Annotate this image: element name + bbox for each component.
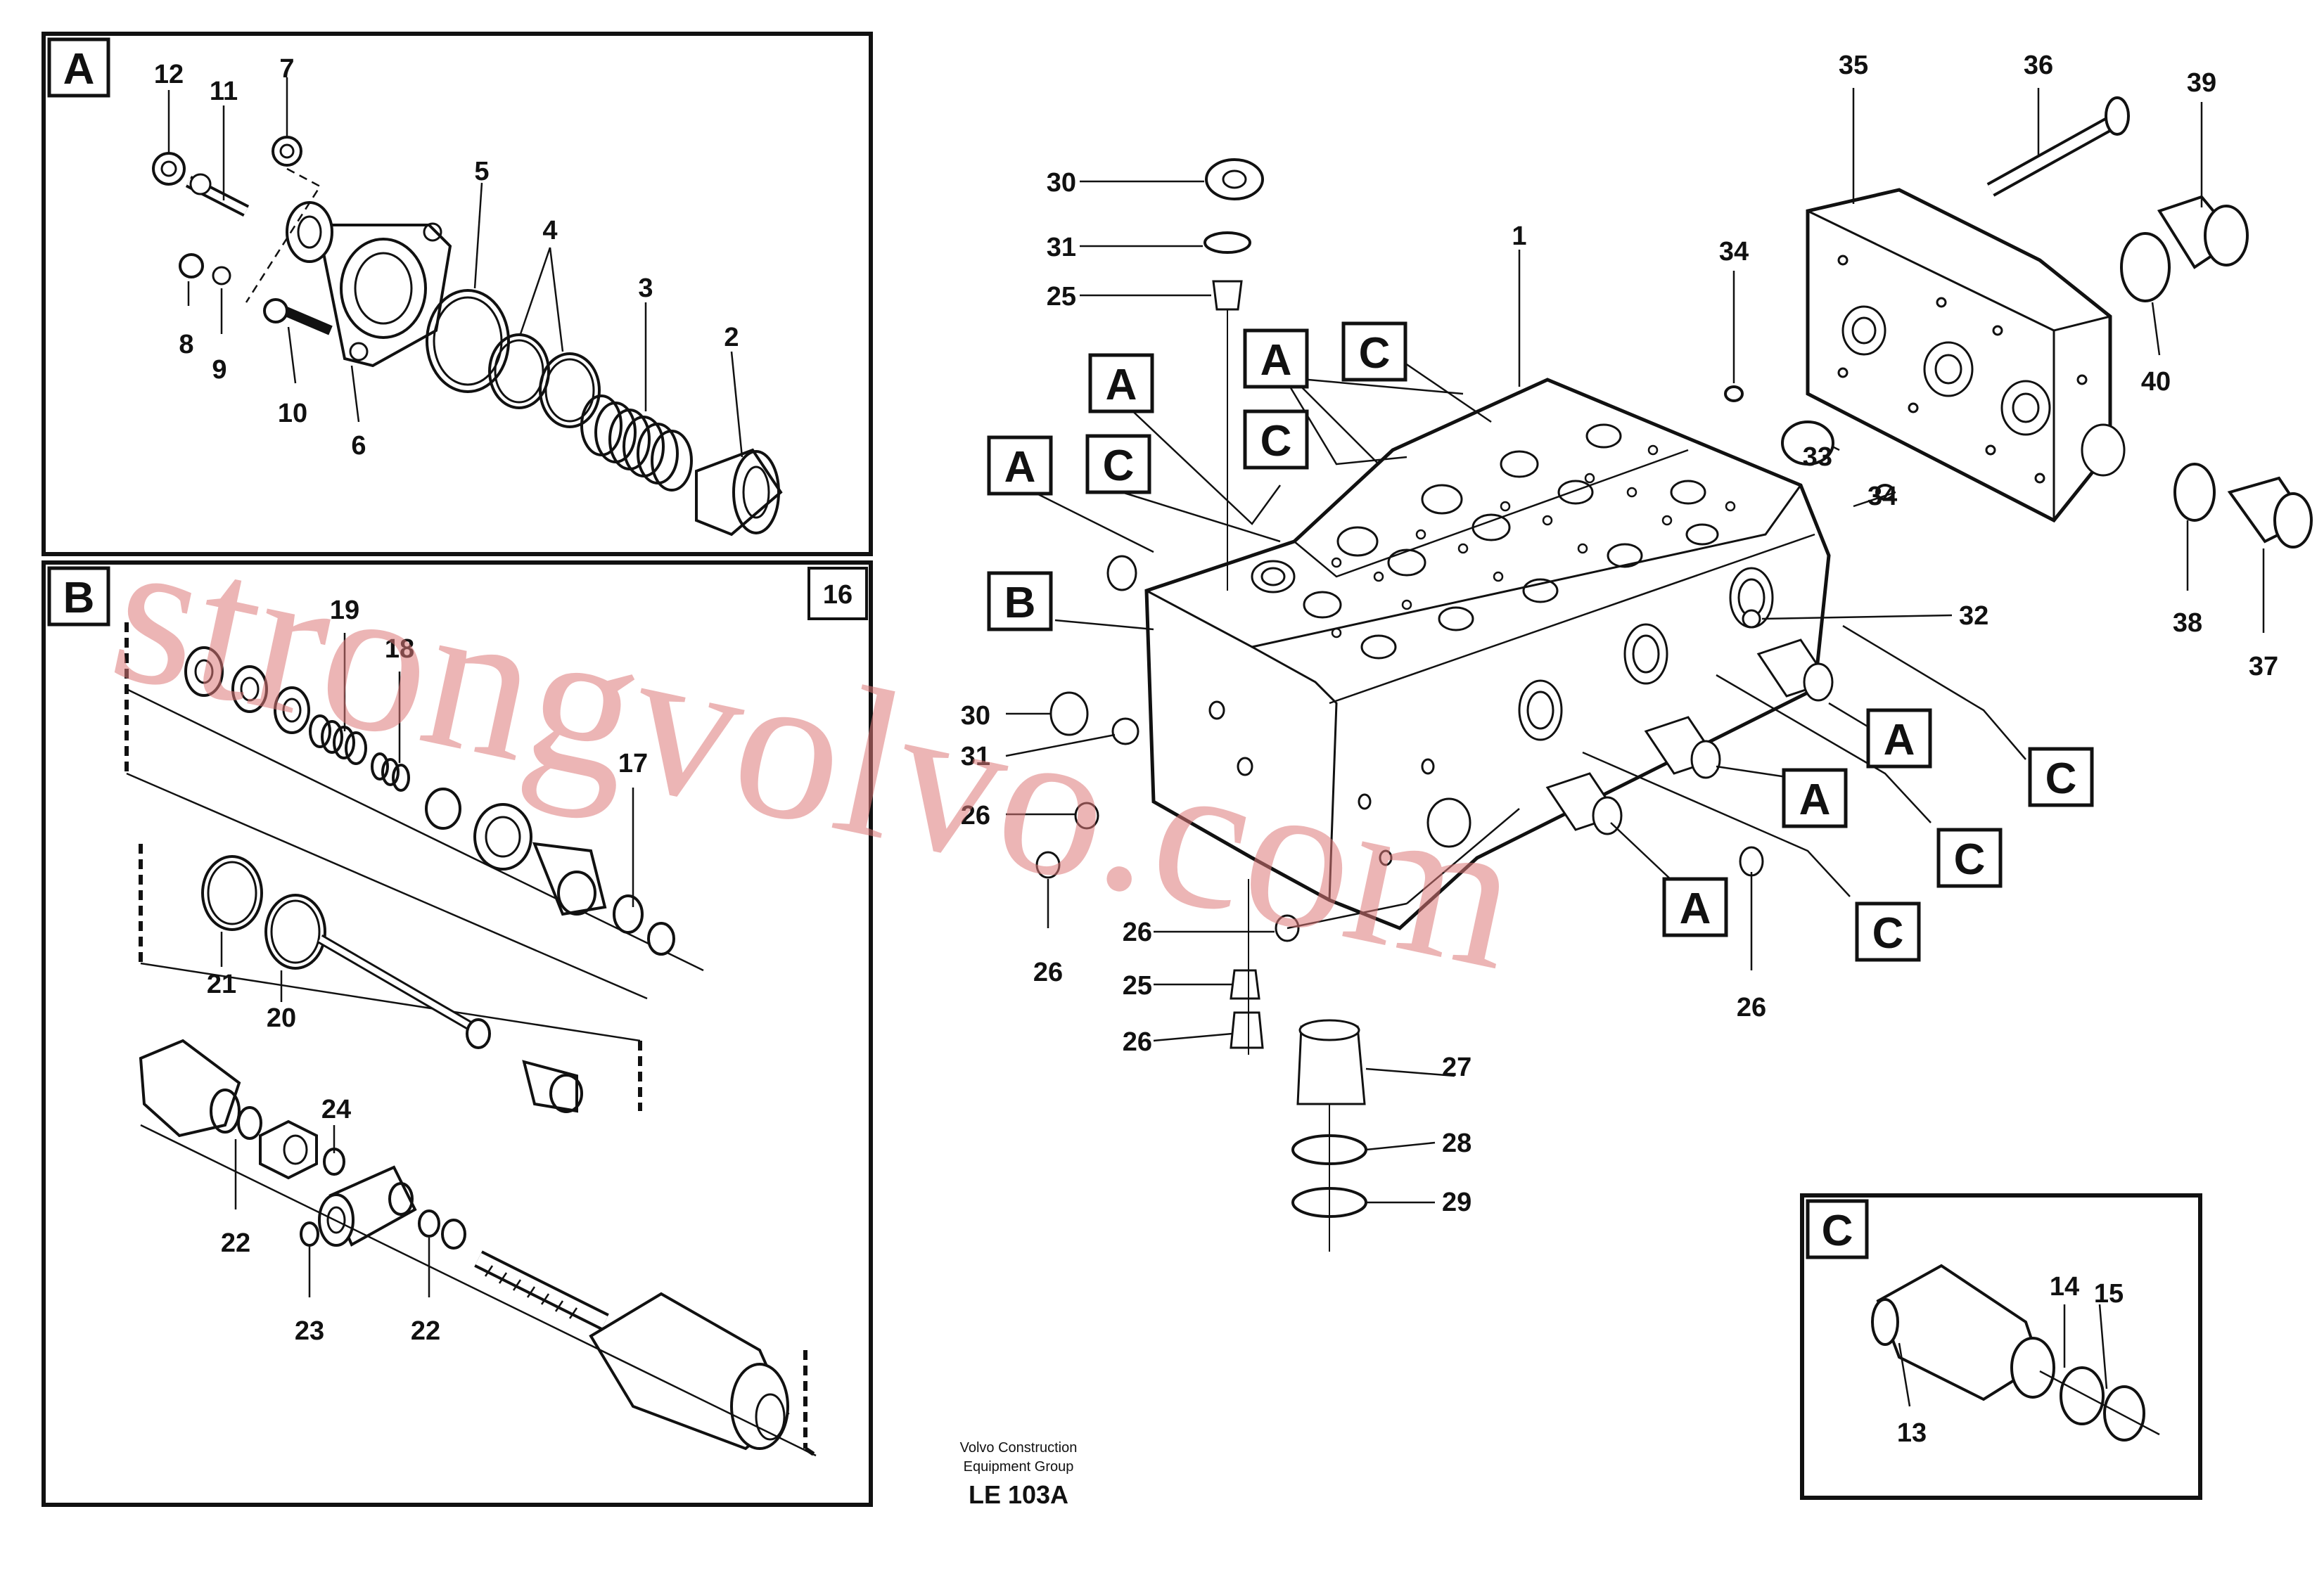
callout-tag: C — [1243, 409, 1309, 470]
footer-line-1: Volvo Construction — [960, 1440, 1078, 1456]
panel-b-ref-box: 16 — [807, 567, 868, 620]
svg-text:C: C — [1359, 329, 1391, 378]
part-label: 27 — [1442, 1053, 1471, 1082]
svg-text:C: C — [2045, 755, 2077, 803]
callout-tag: A — [1866, 708, 1932, 769]
callout-tag: A — [1088, 353, 1154, 413]
callout-tag: B — [987, 571, 1053, 631]
part-label: 25 — [1047, 282, 1076, 312]
callout-tag: A — [987, 435, 1053, 496]
part-label: 26 — [961, 801, 990, 830]
part-label: 5 — [474, 157, 489, 186]
part-label: 26 — [1123, 1027, 1152, 1057]
part-label: 21 — [207, 970, 236, 999]
footer-credit: Volvo Construction Equipment Group LE 10… — [960, 1440, 1078, 1509]
part-number-labels: 12 11 7 5 4 3 2 8 9 10 6 19 18 17 21 20 … — [154, 51, 2278, 1448]
part-label: 34 — [1719, 237, 1749, 267]
part-label: 32 — [1959, 601, 1988, 631]
part-label: 39 — [2187, 68, 2216, 98]
part-label: 19 — [330, 596, 359, 625]
part-label: 31 — [1047, 233, 1076, 262]
part-label: 6 — [351, 431, 366, 461]
part-label: 20 — [267, 1003, 296, 1033]
panel-b-frame — [42, 560, 873, 1507]
part-label: 15 — [2094, 1279, 2124, 1309]
part-label: 26 — [1123, 918, 1152, 947]
part-label: 26 — [1033, 958, 1063, 987]
footer-line-2: Equipment Group — [964, 1459, 1074, 1475]
part-label: 24 — [321, 1095, 351, 1124]
panel-a-tag: A — [47, 37, 110, 98]
panel-c-frame — [1800, 1193, 2202, 1500]
part-label: 31 — [961, 742, 990, 771]
part-label: 7 — [279, 54, 294, 84]
svg-text:A: A — [1680, 885, 1711, 933]
part-label: 30 — [1047, 168, 1076, 198]
part-label: 14 — [2050, 1272, 2079, 1302]
part-label: 17 — [618, 749, 648, 778]
callout-tag: A — [1662, 877, 1728, 937]
callout-tag: A — [1243, 328, 1309, 389]
svg-text:16: 16 — [823, 580, 853, 610]
svg-text:C: C — [1103, 442, 1135, 490]
part-label: 18 — [385, 634, 414, 664]
callout-tag: C — [1341, 321, 1407, 382]
part-label: 1 — [1512, 222, 1526, 251]
panel-b-tag: B — [47, 566, 110, 627]
part-label: 9 — [212, 355, 226, 385]
part-label: 3 — [638, 274, 653, 303]
svg-text:A: A — [1799, 776, 1831, 824]
callout-tag: C — [1085, 434, 1151, 494]
part-label: 37 — [2249, 652, 2278, 681]
part-label: 35 — [1839, 51, 1868, 80]
part-label: 36 — [2024, 51, 2053, 80]
callout-tag: C — [1855, 901, 1921, 962]
svg-text:A: A — [1004, 443, 1036, 492]
part-label: 22 — [411, 1316, 440, 1346]
part-label: 2 — [724, 323, 739, 352]
part-label: 4 — [542, 216, 557, 245]
part-label: 33 — [1803, 442, 1832, 472]
part-label: 10 — [278, 399, 307, 428]
part-label: 40 — [2141, 367, 2171, 397]
svg-text:B: B — [1004, 579, 1036, 627]
part-label: 12 — [154, 60, 184, 89]
svg-text:C: C — [1872, 909, 1904, 958]
section-callout-tags: A A A A A A B C C C C C C — [893, 321, 2094, 962]
part-label: 29 — [1442, 1188, 1471, 1217]
panel-a-frame — [42, 32, 873, 556]
part-label: 30 — [961, 701, 990, 731]
part-label: 38 — [2173, 608, 2202, 638]
svg-text:A: A — [1260, 336, 1292, 385]
callout-tag — [893, 439, 955, 496]
part-label: 13 — [1897, 1418, 1927, 1448]
svg-text:A: A — [1884, 716, 1915, 764]
svg-text:B: B — [63, 574, 95, 622]
part-label: 25 — [1123, 971, 1152, 1001]
callout-tag: C — [1936, 828, 2003, 888]
panel-c-tag: C — [1806, 1199, 1869, 1259]
part-label: 26 — [1737, 993, 1766, 1022]
svg-text:A: A — [63, 45, 95, 94]
svg-text:A: A — [1106, 361, 1137, 409]
part-label: 8 — [179, 330, 193, 359]
callout-tag: A — [1782, 768, 1848, 828]
part-label: 28 — [1442, 1129, 1471, 1158]
svg-text:C: C — [1260, 417, 1292, 466]
callout-tag: C — [2028, 747, 2094, 807]
part-label: 11 — [210, 77, 238, 106]
part-label: 23 — [295, 1316, 324, 1346]
svg-text:C: C — [1954, 835, 1986, 884]
drawing-code: LE 103A — [969, 1480, 1068, 1509]
part-label: 34 — [1868, 482, 1897, 511]
svg-text:C: C — [1822, 1207, 1853, 1255]
part-label: 22 — [221, 1228, 250, 1258]
